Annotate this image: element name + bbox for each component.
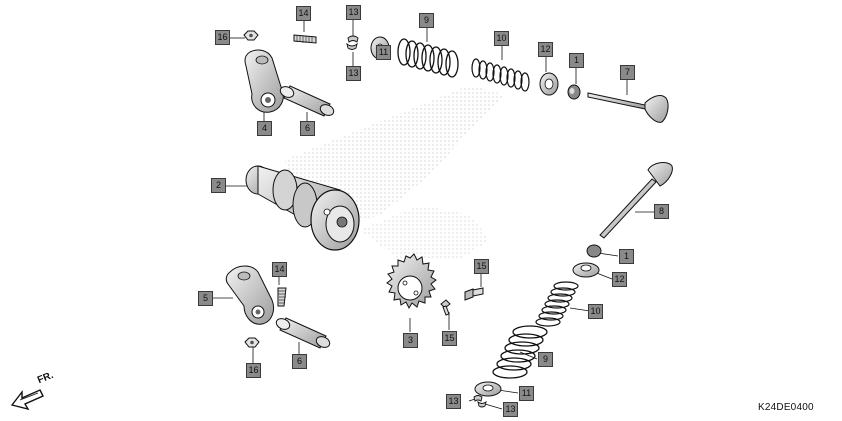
callout-14-upper: 14 [296,6,311,21]
nut-lower[interactable] [244,337,260,348]
callout-14-lower: 14 [272,262,287,277]
rocker-arm-upper[interactable] [244,49,284,113]
spring-seat-upper[interactable] [539,72,559,96]
diagram-code: K24DE0400 [758,402,814,413]
rocker-shaft-upper[interactable] [279,85,336,118]
callout-9-upper: 9 [419,13,434,28]
callout-1-upper: 1 [569,53,584,68]
callout-7: 7 [620,65,635,80]
callout-16-upper: 16 [215,30,230,45]
intake-valve[interactable] [599,162,673,239]
callout-2: 2 [211,178,226,193]
cam-sprocket[interactable] [386,253,437,310]
shading-lower [360,205,490,260]
callout-9-lower: 9 [538,352,553,367]
callout-3: 3 [403,333,418,348]
front-direction-arrow-icon [10,389,44,411]
callout-5: 5 [198,291,213,306]
outer-valve-spring-lower[interactable] [492,325,548,379]
adjusting-screw-lower[interactable] [277,287,287,307]
callout-13-lower-right: 13 [503,402,518,417]
callout-13-upper-top: 13 [346,5,361,20]
inner-valve-spring-upper[interactable] [471,58,530,92]
exhaust-valve[interactable] [587,92,669,123]
callout-4: 4 [257,121,272,136]
callout-11-lower: 11 [519,386,534,401]
callout-16-lower: 16 [246,363,261,378]
outer-valve-spring-upper[interactable] [397,38,459,78]
callout-11-upper: 11 [376,45,391,60]
sprocket-bolt-2[interactable] [440,299,451,316]
spring-retainer-lower[interactable] [474,381,502,397]
rocker-shaft-lower[interactable] [275,317,332,350]
callout-12-upper: 12 [538,42,553,57]
nut-upper[interactable] [243,30,259,41]
callout-8: 8 [654,204,669,219]
adjusting-screw-upper[interactable] [293,34,317,44]
callout-12-lower: 12 [612,272,627,287]
callout-10-upper: 10 [494,31,509,46]
callout-13-upper-bottom: 13 [346,66,361,81]
inner-valve-spring-lower[interactable] [535,281,579,327]
callout-6-upper: 6 [300,121,315,136]
callout-1-lower: 1 [619,249,634,264]
valve-cotter-upper[interactable] [346,35,359,50]
callout-6-lower: 6 [292,354,307,369]
camshaft[interactable] [245,165,360,251]
callout-15-lower: 15 [442,331,457,346]
valve-cotter-lower[interactable] [473,395,487,408]
callout-15-upper: 15 [474,259,489,274]
valve-stem-seal-lower[interactable] [586,244,602,258]
valve-stem-seal-upper[interactable] [567,84,581,100]
callout-13-lower-left: 13 [446,394,461,409]
rocker-arm-lower[interactable] [225,265,275,325]
spring-seat-lower[interactable] [572,262,600,278]
sprocket-bolt-1[interactable] [464,287,484,301]
callout-10-lower: 10 [588,304,603,319]
